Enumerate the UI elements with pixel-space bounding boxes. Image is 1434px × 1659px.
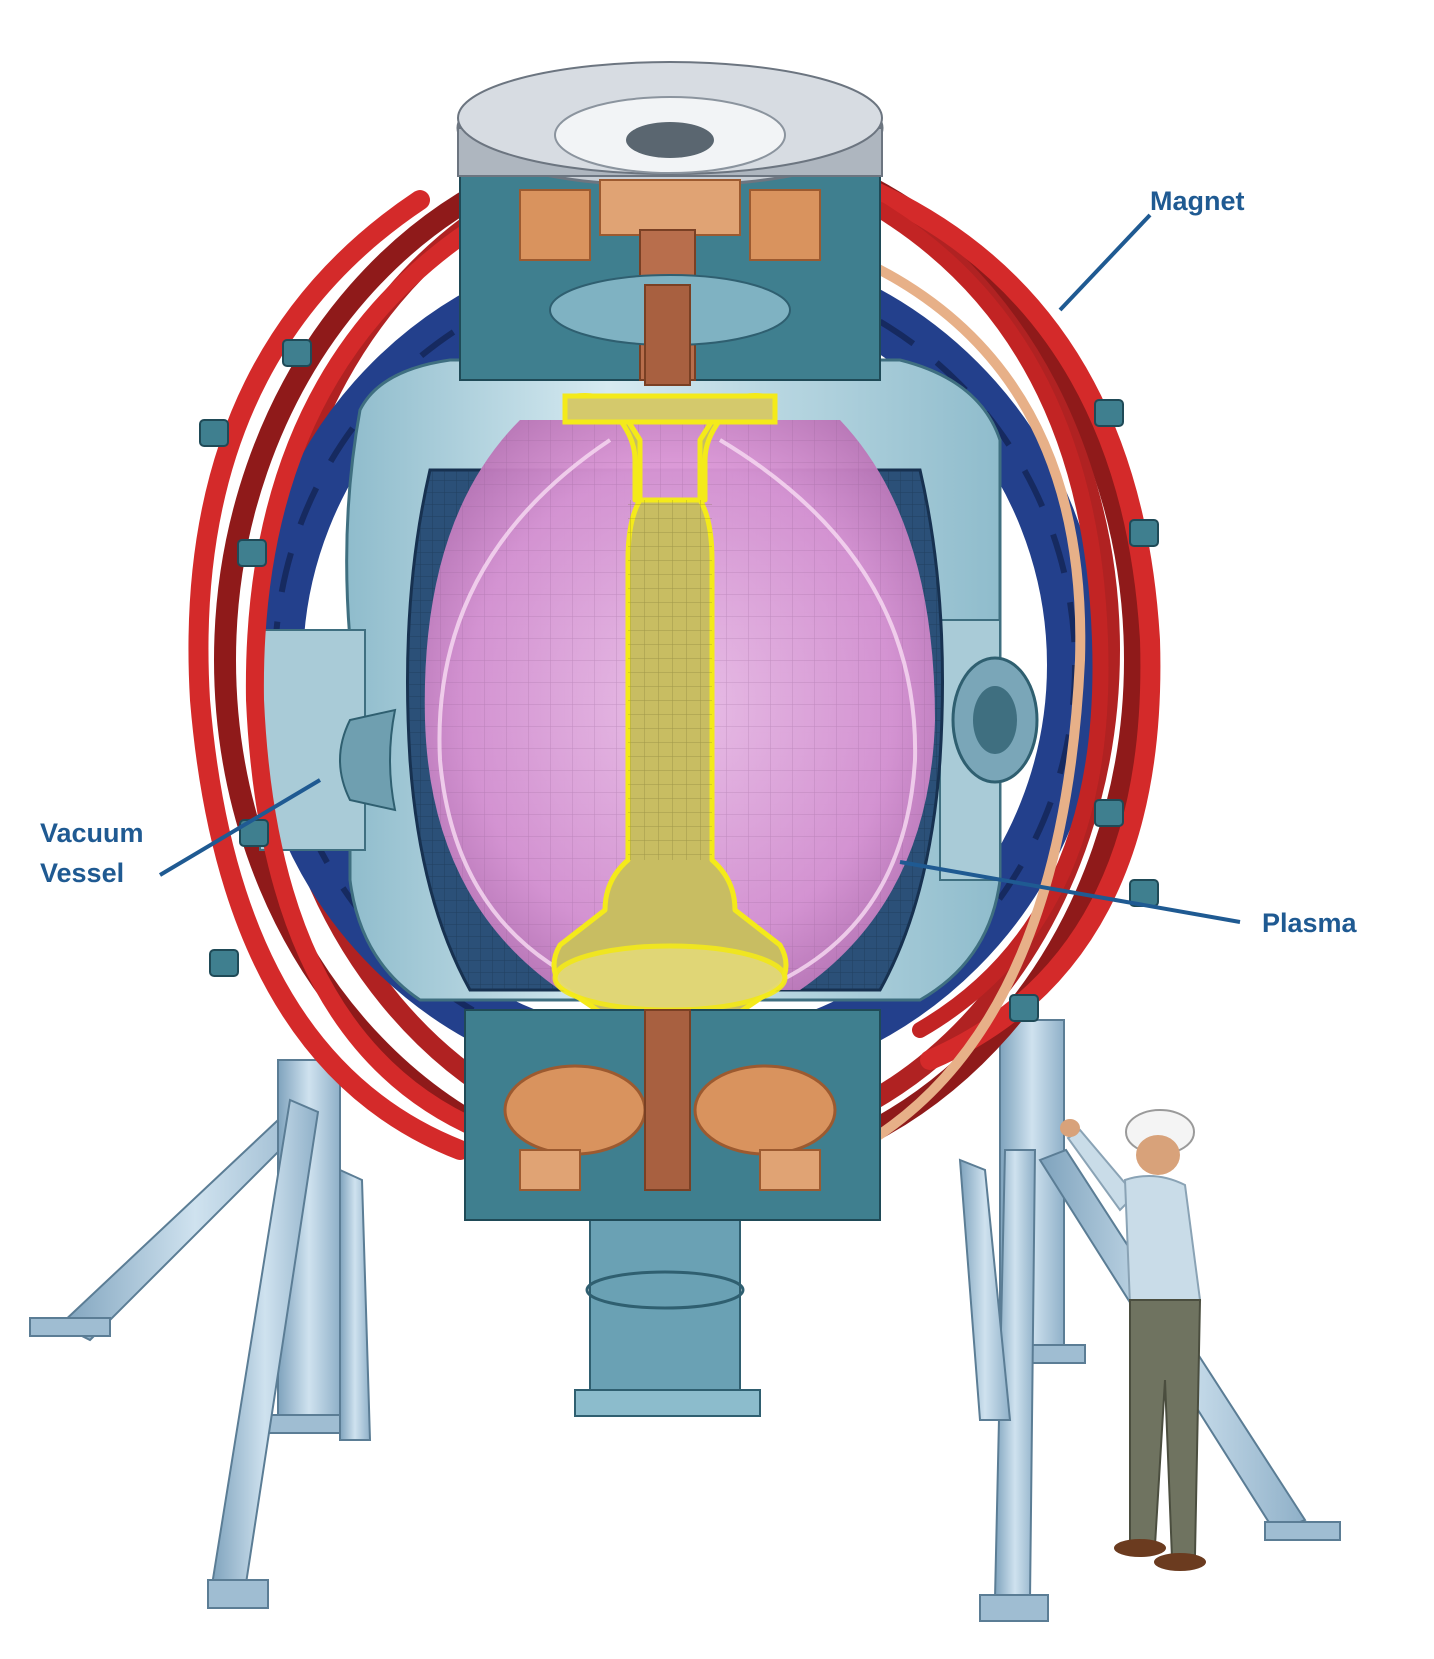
coil-clamp [282, 339, 312, 367]
coil-clamps [199, 339, 1159, 1022]
center-stack-top-cap [562, 393, 778, 425]
vacuum-vessel-label-line2: Vessel [40, 858, 124, 888]
support-foot [1264, 1521, 1341, 1541]
torso [1123, 1175, 1202, 1307]
plasma-boundary-right [718, 438, 918, 992]
lower-structure [464, 1009, 881, 1221]
upper-copper-block [599, 179, 741, 236]
diagnostic-port-inner [973, 686, 1017, 754]
upper-center-column-front [644, 284, 691, 386]
magnet-coil [188, 190, 470, 1160]
center-stack-bottom-flange [552, 943, 788, 1013]
hand [1060, 1119, 1080, 1137]
engineer-figure-icon [1060, 1109, 1206, 1571]
plasma-label: Plasma [1262, 908, 1358, 938]
plasma-boundary-left [437, 438, 612, 992]
vacuum-vessel-label-line1: Vacuum [40, 818, 144, 848]
lower-copper-block [759, 1149, 821, 1191]
lower-copper-block [519, 1149, 581, 1191]
center-pedestal-ring [585, 1270, 745, 1310]
coil-clamp [1094, 799, 1124, 827]
coil-clamp [1009, 994, 1039, 1022]
head [1136, 1135, 1180, 1175]
coil-clamp [237, 539, 267, 567]
magnet-label: Magnet [1150, 186, 1245, 216]
magnet-coil [245, 221, 489, 1139]
shoe [1114, 1539, 1166, 1557]
center-stack-grid [628, 500, 712, 860]
support-leg [339, 1168, 372, 1441]
vessel-port [339, 708, 397, 812]
center-stack [551, 393, 789, 1015]
coil-clamp [199, 419, 229, 447]
top-center-bore [626, 122, 714, 158]
center-pedestal-base [574, 1389, 761, 1417]
support-leg [958, 1158, 1012, 1421]
plasma-leader-line [899, 860, 1241, 924]
support-foot [207, 1579, 269, 1609]
support-foot [29, 1317, 111, 1337]
magnet-leader-line [1058, 213, 1152, 312]
coil-clamp [1094, 399, 1124, 427]
coil-clamp [1129, 519, 1159, 547]
lower-copper-ring-left [503, 1064, 647, 1156]
coil-clamp [209, 949, 239, 977]
top-structure [456, 61, 884, 386]
lower-copper-ring-right [693, 1064, 837, 1156]
magnet-coil [850, 175, 1161, 1070]
lower-center-column [644, 1009, 691, 1191]
magnet-coils-front [188, 175, 1161, 1180]
support-foot [979, 1594, 1049, 1622]
legs [1129, 1299, 1202, 1560]
vacuum-vessel-leader-line [158, 778, 322, 877]
callout-leaders [158, 213, 1241, 924]
upper-copper-block [519, 189, 591, 261]
upper-copper-block [749, 189, 821, 261]
shoe [1154, 1553, 1206, 1571]
magnet-coil-highlight [775, 225, 1086, 1180]
